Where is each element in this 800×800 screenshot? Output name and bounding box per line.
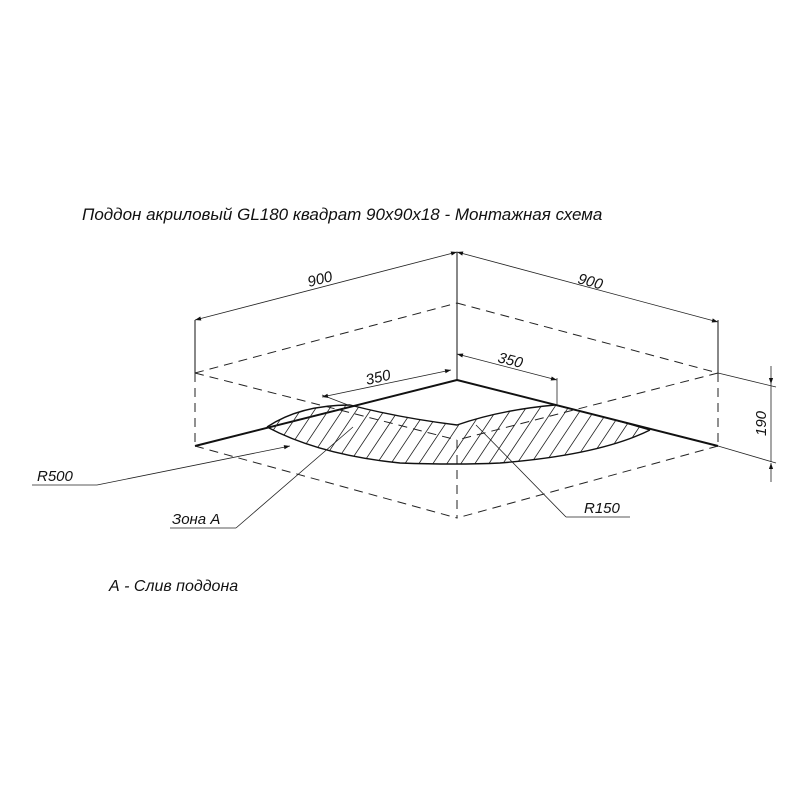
callout-zone-a-label: Зона А — [172, 511, 220, 528]
dimension-height: 190 — [717, 366, 777, 482]
drain-zone-a — [266, 404, 651, 465]
dimension-drain-offset-left-label: 350 — [364, 367, 393, 389]
dimension-drain-offset-left: 350 — [321, 367, 452, 406]
dimension-drain-offset-right-label: 350 — [496, 349, 525, 372]
tray-outline — [194, 252, 719, 519]
diagram-title: Поддон акриловый GL180 квадрат 90x90x18 … — [82, 205, 602, 224]
callout-r500-label: R500 — [37, 468, 74, 485]
dimension-width-left-label: 900 — [306, 268, 335, 291]
dimension-width-right-label: 900 — [576, 270, 605, 293]
drain-legend-note: А - Слив поддона — [108, 578, 238, 595]
callout-r150-label: R150 — [584, 500, 621, 517]
callout-zone-a: Зона А — [170, 426, 354, 529]
callout-r150: R150 — [475, 424, 630, 518]
dimension-drain-offset-right: 350 — [456, 349, 558, 405]
dimension-width-right: 900 — [456, 251, 719, 323]
dimension-height-label: 190 — [753, 410, 770, 436]
callout-r500: R500 — [32, 445, 291, 486]
dimension-width-left: 900 — [194, 251, 458, 321]
